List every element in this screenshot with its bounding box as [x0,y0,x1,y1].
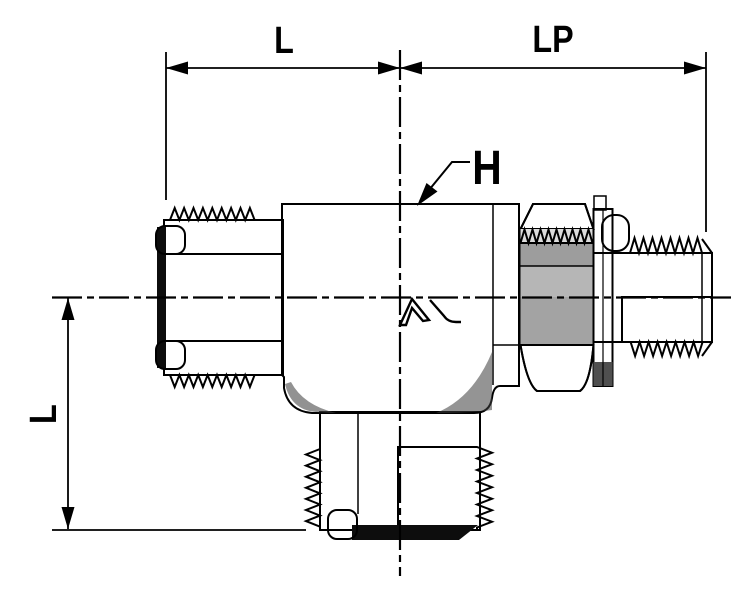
dim-label-L-side: L [23,404,65,424]
callout-H: H [417,142,502,206]
left-port-oring-top [155,225,186,255]
arrowhead-left [166,61,188,75]
arrowhead-center-left [378,61,400,75]
fitting [155,195,713,540]
left-port-thread-profile-bottom [168,372,257,390]
arrowhead-right [684,61,706,75]
right-port-thread-shaded-lower [621,296,713,360]
locknut-bottom-facet [519,344,595,392]
locknut [518,203,595,392]
bottom-port-thread-profile-left [303,447,323,529]
leader-arrowhead-H [417,183,438,206]
bottom-port-seal-band [352,525,478,540]
dim-label-L-top: L [274,20,294,62]
locknut-band-light [520,266,594,297]
dimension-LP-horizontal: LP [400,19,707,232]
dimension-L-vertical: L [23,298,306,531]
locknut-band-lower [520,297,594,345]
arrowhead-bottom [61,507,75,529]
right-port-oring [601,214,630,252]
dimension-L-horizontal: L [165,20,400,200]
body-block [281,203,520,414]
locknut-thread-zigzag [519,225,594,247]
bottom-port-oring [327,509,358,540]
dim-label-LP: LP [532,19,573,61]
left-port-thread-profile-top [168,205,257,223]
left-port-oring-bottom [155,340,186,370]
junction-chevron-mark [398,296,432,327]
locknut-band-mid [520,243,594,266]
callout-label-H: H [472,142,501,195]
right-port-thread-profile-top [628,234,704,257]
right-port-chamfer-top [701,238,713,254]
junction-hook-line [429,299,461,324]
right-port-chamfer-bottom [701,341,713,357]
body-fillet-shade-right [436,352,492,413]
body-fillet-shade-left [285,382,336,413]
bottom-port-thread-section-right [397,446,495,531]
arrowhead-top [61,298,75,320]
right-port [518,195,713,392]
arrowhead-center-right [400,61,422,75]
